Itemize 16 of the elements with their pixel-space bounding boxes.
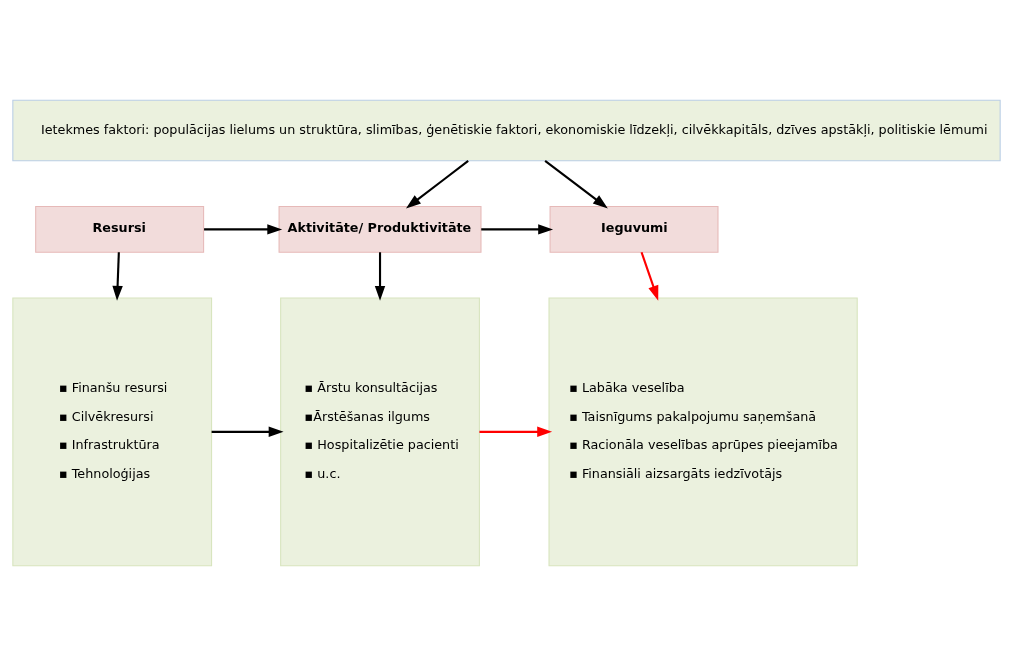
arrow: [211, 426, 284, 438]
node-box: Resursi: [35, 206, 205, 253]
arrow: [479, 426, 553, 438]
node-box: ▪ Labāka veselība ▪ Taisnīgums pakalpojumu saņemšanā ▪ Racionāla veselības aprūpes pieejamība ▪ Finansiāli aizsargāts iedzīvotājs: [548, 297, 858, 567]
node-box: ▪ Ārstu konsultācijas ▪Ārstēšanas ilgums ▪ Hospitalizētie pacienti ▪ u.c.: [280, 297, 480, 567]
arrow: [374, 252, 386, 301]
arrow: [204, 224, 283, 235]
node-box: Ietekmes faktori: populācijas lielums un struktūra, slimības, ģenētiskie faktori, ekonomiskie līdzekļi, cilvēkkapitāls, dzīves apstākļi, politiskie lēmumi: [12, 99, 1001, 162]
node-box: Aktivitāte/ Produktivitāte: [278, 206, 482, 253]
node-box: Ieguvumi: [549, 206, 719, 253]
node-box: ▪ Finanšu resursi ▪ Cilvēkresursi ▪ Infrastruktūra ▪ Tehnoloģijas: [12, 297, 213, 567]
arrow: [405, 160, 469, 209]
arrow: [481, 224, 554, 235]
arrow: [112, 252, 123, 301]
arrow: [640, 251, 659, 301]
arrow: [544, 160, 608, 209]
